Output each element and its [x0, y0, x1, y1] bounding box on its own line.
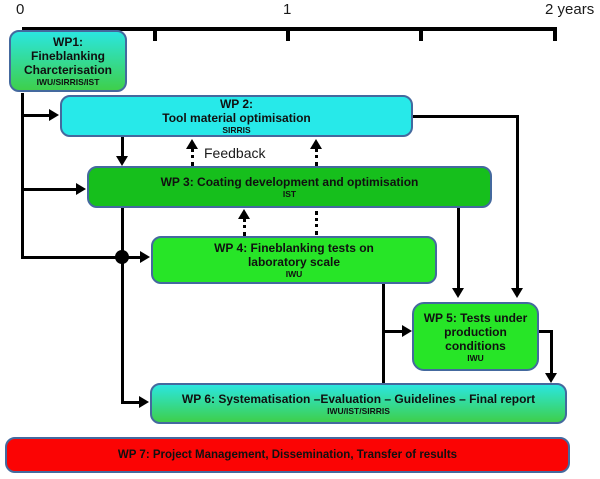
wp4-title: WP 4: Fineblanking tests on	[214, 241, 374, 255]
arrowhead-into-wp5-top-right	[511, 288, 523, 298]
wp1-partners: IWU/SIRRIS/IST	[36, 77, 100, 87]
wp5-title-line2: production	[444, 324, 507, 339]
dotted-feedback-right	[315, 148, 318, 166]
wp5-title-line3: conditions	[445, 338, 506, 353]
wp7-title: WP 7: Project Management, Dissemination,…	[117, 449, 458, 461]
connector-wp3-to-wp5	[457, 208, 460, 289]
wp2-title-line2: Tool material optimisation	[162, 111, 311, 125]
wp4-box: WP 4: Fineblanking tests on laboratory s…	[151, 236, 437, 284]
dotted-line-wp3-wp4	[315, 211, 318, 235]
connector-wp2-right	[413, 115, 519, 118]
wp5-box: WP 5: Tests under production conditions …	[412, 302, 539, 371]
wp5-title: WP 5: Tests under	[423, 310, 528, 325]
timeline-label-2years: 2 years	[545, 1, 595, 18]
arrowhead-into-wp5-top-left	[452, 288, 464, 298]
timeline-label-0: 0	[16, 1, 25, 18]
wp1-title-line3: Charcterisation	[23, 63, 113, 77]
wp3-partners: IST	[282, 189, 297, 199]
wp4-title-line2: laboratory scale	[247, 255, 341, 269]
wp6-partners: IWU/IST/SIRRIS	[327, 405, 390, 416]
arrowhead-feedback-wp4-up	[238, 209, 250, 219]
wp2-partners: SIRRIS	[222, 125, 251, 135]
connector-wp5-to-wp6	[550, 330, 553, 374]
wp5-partners: IWU	[467, 352, 484, 363]
feedback-label: Feedback	[204, 145, 266, 161]
wp3-box: WP 3: Coating development and optimisati…	[87, 166, 492, 208]
connector-wp1-to-wp4	[21, 256, 141, 259]
arrowhead-into-wp3	[76, 183, 86, 195]
timeline-tick	[286, 27, 290, 41]
arrowhead-into-wp3-top	[116, 156, 128, 166]
arrowhead-into-wp6-left	[139, 396, 149, 408]
dotted-feedback-left	[191, 148, 194, 166]
arrowhead-into-wp2	[49, 109, 59, 121]
connector-wp1-to-wp2	[21, 114, 50, 117]
connector-wp6-left-entry	[121, 401, 141, 404]
wp3-title: WP 3: Coating development and optimisati…	[160, 175, 419, 189]
connector-wp4-to-wp5	[382, 330, 403, 333]
timeline-tick	[419, 27, 423, 41]
connector-wp3-to-wp6	[121, 208, 124, 404]
arrowhead-into-wp5-left	[402, 325, 412, 337]
wp7-box: WP 7: Project Management, Dissemination,…	[5, 437, 570, 473]
connector-wp2-to-wp5	[516, 115, 519, 289]
connector-wp2-to-wp3	[121, 137, 124, 158]
arrowhead-into-wp4	[140, 251, 150, 263]
connector-wp1-to-wp3	[21, 188, 77, 191]
dotted-feedback-wp4	[243, 218, 246, 236]
wp1-title-line2: Fineblanking	[30, 49, 105, 63]
wp2-title: WP 2:	[219, 97, 254, 111]
wp6-box: WP 6: Systematisation –Evaluation – Guid…	[150, 383, 567, 424]
arrowhead-feedback-right-up	[310, 139, 322, 149]
connector-wp5-right	[539, 330, 553, 333]
timeline-tick	[153, 27, 157, 41]
wp1-title: WP1:	[53, 35, 83, 49]
connector-wp1-trunk	[21, 93, 24, 259]
wp6-title: WP 6: Systematisation –Evaluation – Guid…	[181, 391, 536, 406]
timeline-label-1: 1	[283, 1, 292, 18]
wp1-box: WP1: Fineblanking Charcterisation IWU/SI…	[9, 30, 127, 92]
wp2-box: WP 2: Tool material optimisation SIRRIS	[60, 95, 413, 137]
wp4-partners: IWU	[285, 269, 303, 279]
connector-wp4-to-wp6	[382, 284, 385, 383]
arrowhead-feedback-left-up	[186, 139, 198, 149]
timeline-tick	[553, 27, 557, 41]
arrowhead-into-wp6-top	[545, 373, 557, 383]
